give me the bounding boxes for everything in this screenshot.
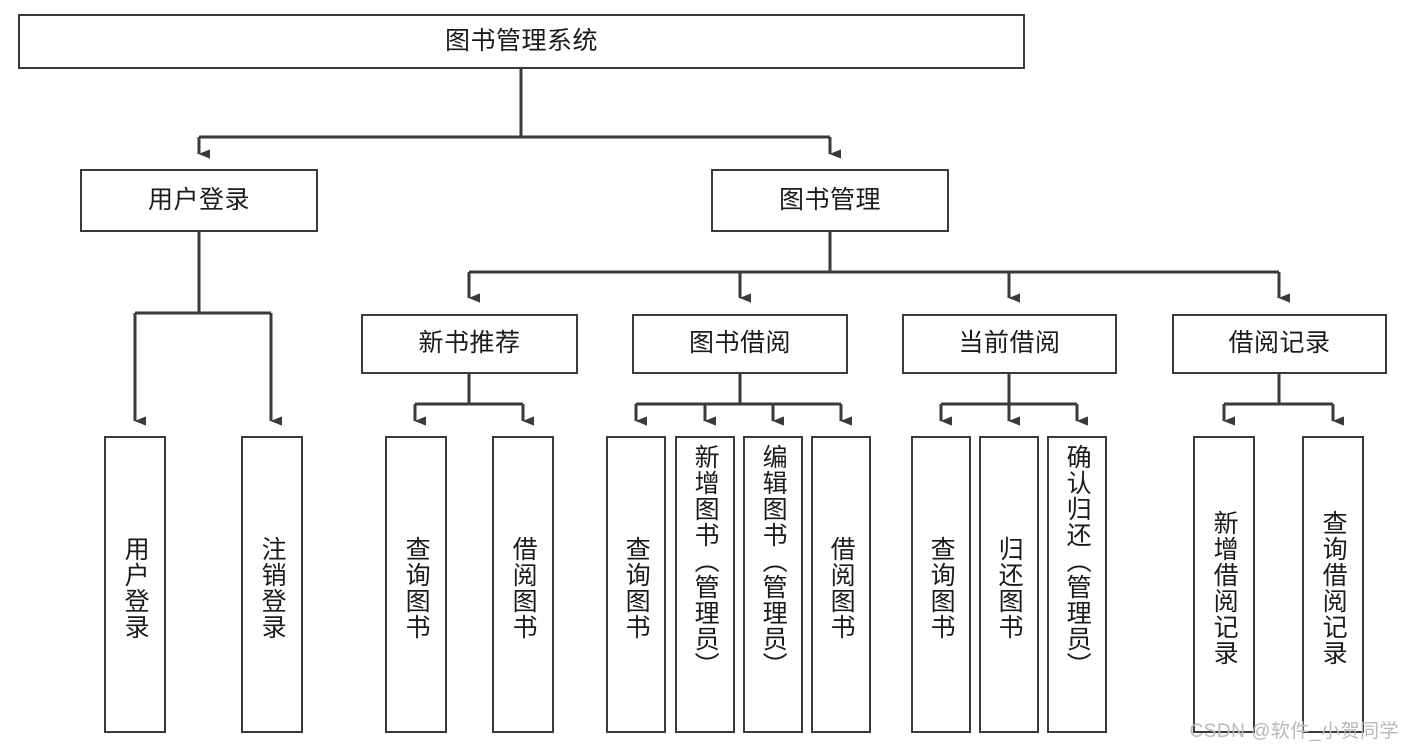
node-book-borrow-label: 图书借阅 — [688, 329, 791, 358]
node-borrow-record[interactable]: 借阅记录 — [1172, 314, 1387, 374]
leaf-query-book-1-label: 查询图书 — [402, 535, 431, 640]
leaf-user-login-label: 用户登录 — [121, 535, 150, 640]
node-borrow-record-label: 借阅记录 — [1228, 329, 1331, 358]
leaf-confirm-return[interactable]: 确认归还（管理员） — [1047, 436, 1107, 733]
node-current-borrow[interactable]: 当前借阅 — [902, 314, 1117, 374]
node-root[interactable]: 图书管理系统 — [18, 14, 1025, 69]
node-current-borrow-label: 当前借阅 — [958, 329, 1061, 358]
leaf-query-book-2-label: 查询图书 — [622, 535, 651, 640]
leaf-add-borrow-record-label: 新增借阅记录 — [1210, 509, 1239, 666]
leaf-edit-book[interactable]: 编辑图书（管理员） — [743, 436, 803, 733]
leaf-borrow-book-1-label: 借阅图书 — [509, 535, 538, 640]
leaf-edit-book-label: 编辑图书（管理员） — [759, 444, 788, 678]
node-book-management-label: 图书管理 — [778, 185, 881, 214]
node-user-login[interactable]: 用户登录 — [80, 169, 318, 232]
leaf-query-book-3-label: 查询图书 — [927, 535, 956, 640]
node-book-borrow[interactable]: 图书借阅 — [632, 314, 848, 374]
leaf-query-borrow-record-label: 查询借阅记录 — [1319, 509, 1348, 666]
leaf-borrow-book-1[interactable]: 借阅图书 — [492, 436, 554, 733]
node-new-book-recommend[interactable]: 新书推荐 — [361, 314, 578, 374]
leaf-query-book-2[interactable]: 查询图书 — [606, 436, 666, 733]
leaf-add-borrow-record[interactable]: 新增借阅记录 — [1193, 436, 1255, 733]
leaf-add-book[interactable]: 新增图书（管理员） — [675, 436, 735, 733]
leaf-return-book[interactable]: 归还图书 — [979, 436, 1039, 733]
leaf-user-login[interactable]: 用户登录 — [104, 436, 166, 733]
leaf-query-book-3[interactable]: 查询图书 — [911, 436, 971, 733]
leaf-return-book-label: 归还图书 — [995, 535, 1024, 640]
leaf-logout-label: 注销登录 — [258, 535, 287, 640]
leaf-query-borrow-record[interactable]: 查询借阅记录 — [1302, 436, 1364, 733]
leaf-logout[interactable]: 注销登录 — [241, 436, 303, 733]
node-root-label: 图书管理系统 — [444, 26, 598, 55]
node-user-login-label: 用户登录 — [147, 185, 250, 214]
leaf-confirm-return-label: 确认归还（管理员） — [1063, 444, 1092, 678]
leaf-add-book-label: 新增图书（管理员） — [691, 444, 720, 678]
leaf-borrow-book-2-label: 借阅图书 — [827, 535, 856, 640]
node-book-management[interactable]: 图书管理 — [711, 169, 949, 232]
leaf-borrow-book-2[interactable]: 借阅图书 — [811, 436, 871, 733]
node-new-book-recommend-label: 新书推荐 — [418, 329, 521, 358]
leaf-query-book-1[interactable]: 查询图书 — [385, 436, 447, 733]
